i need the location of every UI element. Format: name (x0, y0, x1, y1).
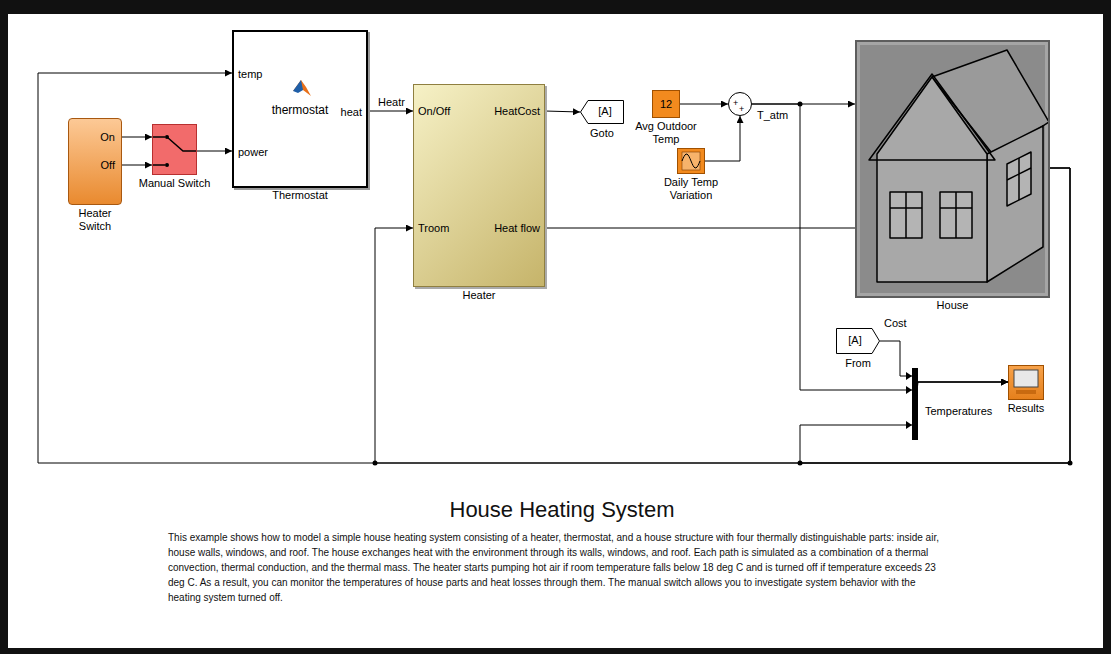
signal-line (197, 151, 232, 152)
signal-name: Cost (883, 317, 908, 330)
signal-name: Heatr (377, 96, 406, 109)
house-block: House (855, 40, 1050, 298)
port-label: HeatCost (494, 105, 540, 118)
block-name: House (923, 299, 983, 312)
from-block: [A]From (836, 328, 880, 354)
value-label: On (100, 131, 115, 144)
tag-label: [A] (580, 105, 624, 118)
constant-block: OnOffHeater Switch (68, 118, 122, 205)
block-name: Results (996, 402, 1056, 415)
signal-line (880, 341, 1008, 382)
port-label: temp (238, 68, 262, 81)
constant-block: 12Avg Outdoor Temp (652, 90, 680, 118)
signal-line (680, 104, 728, 105)
signal-line (122, 165, 152, 166)
branch-dot (373, 461, 378, 466)
block-name: From (833, 357, 883, 370)
block-icon (857, 42, 1048, 296)
sign-label: + (733, 99, 738, 108)
branch-dot (798, 102, 803, 107)
sum-block: ++ (728, 92, 752, 116)
subsystem-block: On/OffTroomHeatCostHeat flowHeater (413, 84, 545, 287)
signal-line (705, 116, 740, 161)
signal-line (38, 73, 1070, 463)
signal-line (545, 111, 580, 112)
block-name: Heater Switch (65, 207, 125, 233)
branch-dot (1068, 461, 1073, 466)
block-name: Goto (572, 127, 632, 140)
value-label: Off (101, 159, 115, 172)
block-icon (678, 149, 704, 173)
block-icon (1009, 366, 1043, 399)
tag-label: [A] (836, 334, 880, 347)
block-name: Avg Outdoor Temp (630, 120, 702, 146)
mux-input-arrows (906, 372, 912, 429)
port-label: Heat flow (494, 222, 540, 235)
port-label: power (238, 146, 268, 159)
block-name: Thermostat (250, 189, 350, 202)
port-label: On/Off (418, 105, 450, 118)
switch-block: Manual Switch (152, 124, 197, 175)
signal-name: Temperatures (924, 405, 993, 418)
matlab-function-block: temppowerthermostatheatThermostat (232, 30, 368, 188)
port-label: heat (341, 106, 362, 119)
block-name: Heater (439, 289, 519, 302)
block-name: Manual Switch (130, 177, 220, 190)
sine-block: Daily Temp Variation (677, 148, 705, 174)
sign-label: + (739, 105, 744, 114)
matlab-icon (291, 78, 313, 98)
branch-dot (798, 461, 803, 466)
diagram-caption: This example shows how to model a simple… (168, 530, 946, 605)
block-name: Daily Temp Variation (653, 176, 729, 202)
diagram-title: House Heating System (300, 497, 824, 523)
signal-line (368, 111, 413, 112)
scope-block: Results (1008, 365, 1044, 400)
block-icon (153, 125, 196, 174)
mux-bar (912, 368, 918, 440)
signal-line (122, 137, 152, 138)
signal-name: T_atm (756, 109, 789, 122)
value-label: 12 (653, 98, 679, 111)
signal-line (545, 228, 855, 229)
goto-block: [A]Goto (580, 100, 624, 124)
port-label: Troom (418, 222, 449, 235)
